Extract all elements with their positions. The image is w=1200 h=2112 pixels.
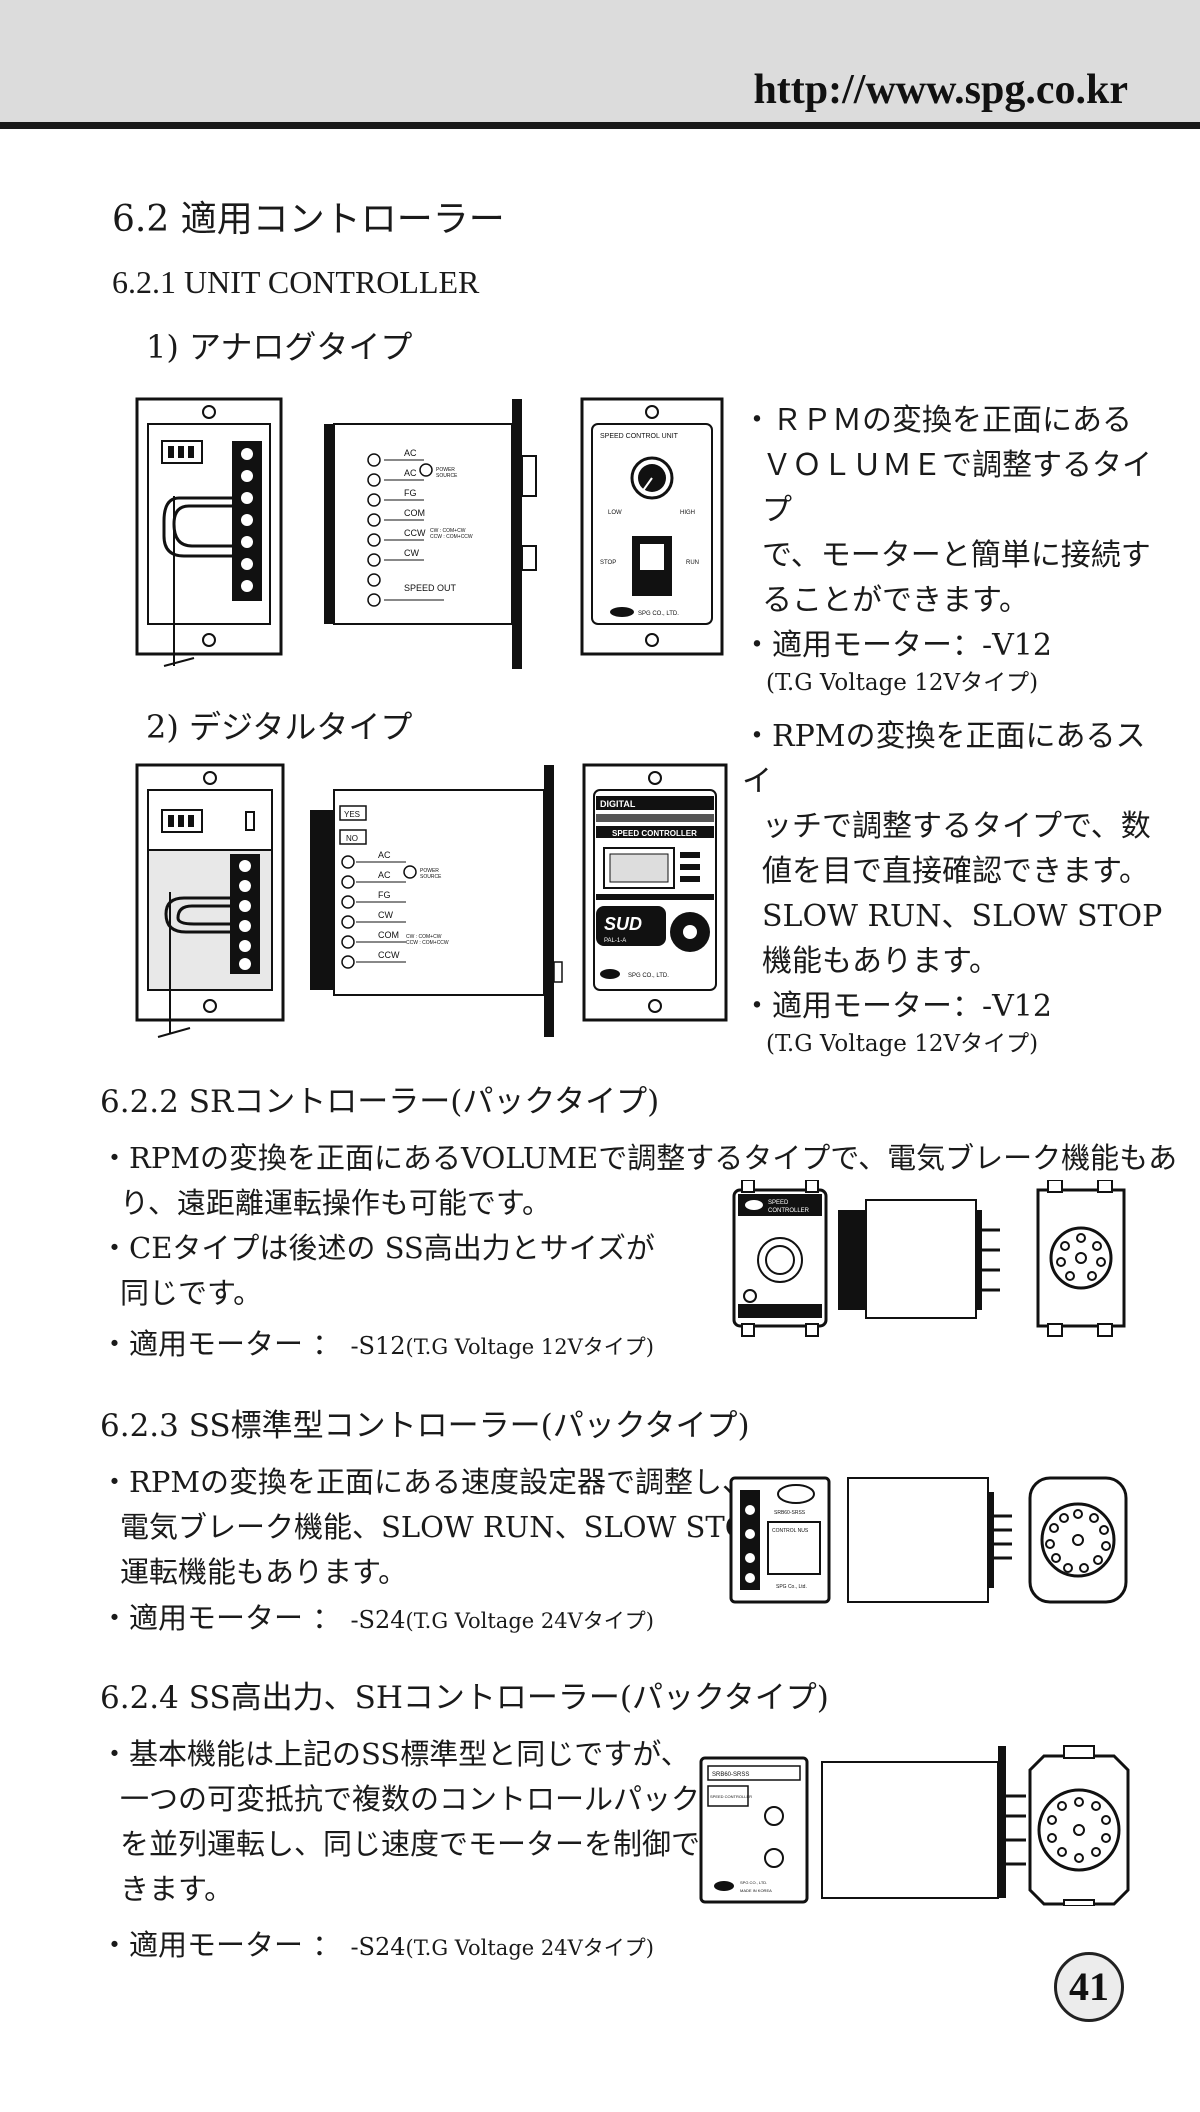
sh-controller-figure: SRB60-SRSS SPEED CONTROLLER SPG CO., LTD…: [699, 1745, 1130, 1906]
terminal-label: CCW: [378, 950, 400, 960]
ss-title: 6.2.3 SS標準型コントローラー(パックタイプ): [100, 1408, 750, 1444]
yes-label: YES: [344, 810, 360, 819]
panel-title: DIGITAL: [600, 799, 636, 809]
sr-side-view: [838, 1199, 1000, 1319]
ss-motor: ・適用モーター ： -S24(T.G Voltage 24Vタイプ): [100, 1601, 654, 1635]
sr-panel-label: CONTROLLER: [768, 1208, 810, 1214]
sr-description-line3: ・CEタイプは後述の SS高出力とサイズが: [100, 1231, 655, 1265]
sh-made-in: MADE IN KOREA: [740, 1888, 772, 1893]
digital-controller-figure: YES NO AC AC FG CW COM CCW POWER SOURCE …: [135, 763, 728, 1038]
ss-description-line1: ・RPMの変換を正面にある速度設定器で調整し、: [100, 1465, 752, 1499]
sr-socket-view: [1036, 1180, 1126, 1337]
terminal-label: CW: [378, 910, 393, 920]
ss-panel-label: CONTROL NUS: [772, 1528, 809, 1534]
digital-type-title: 2) デジタルタイプ: [146, 708, 413, 746]
sr-controller-figure: SPEED CONTROLLER: [732, 1180, 1126, 1337]
ss-controller-figure: SRB60-SRSS CONTROL NUS SPG Co., Ltd.: [729, 1476, 1128, 1604]
ss-socket-view: [1028, 1476, 1128, 1604]
sr-description-line2: り、遠距離運転操作も可能です。: [120, 1186, 551, 1220]
sr-description-line4: 同じです。: [120, 1276, 263, 1310]
model-label: PAL-1-A: [604, 938, 626, 944]
terminal-label: COM: [404, 508, 425, 518]
sh-title: 6.2.4 SS高出力、SHコントローラー(パックタイプ): [100, 1680, 829, 1716]
page-number: 41: [1069, 1964, 1109, 2009]
digital-side-view: YES NO AC AC FG CW COM CCW POWER SOURCE …: [310, 765, 563, 1037]
sr-panel-label: SPEED: [768, 1200, 789, 1206]
analog-type-title: 1) アナログタイプ: [146, 328, 413, 366]
website-url: http://www.spg.co.kr: [753, 67, 1128, 113]
ss-front-view: SRB60-SRSS CONTROL NUS SPG Co., Ltd.: [729, 1476, 831, 1604]
panel-subtitle: SPEED CONTROLLER: [612, 829, 697, 838]
cw-note: CCW : COM+CCW: [406, 940, 449, 946]
digital-front-view: DIGITAL SPEED CONTROLLER SUD PAL-1-A SPG…: [582, 763, 728, 1022]
digital-description: ・RPMの変換を正面にあるスイ ッチで調整するタイプで、数 値を目で直接確認でき…: [742, 719, 1163, 1057]
terminal-label: CW: [404, 548, 419, 558]
cw-note: CW : COM+CW: [430, 528, 466, 534]
ss-badge: SRB60-SRSS: [774, 1510, 806, 1516]
terminal-label: CCW: [404, 528, 426, 538]
sh-description-line3: を並列運転し、同じ速度でモーターを制御で: [120, 1827, 701, 1861]
power-source-label: POWER: [436, 467, 455, 473]
brand-label: SPG CO., LTD.: [628, 973, 669, 979]
panel-title: SPEED CONTROL UNIT: [600, 433, 679, 440]
sh-badge: SRB60-SRSS: [712, 1772, 749, 1778]
sr-front-view: SPEED CONTROLLER: [732, 1180, 828, 1337]
sr-description-line1: ・RPMの変換を正面にあるVOLUMEで調整するタイプで、電気ブレーク機能もあ: [100, 1141, 1178, 1175]
header-rule: [0, 122, 1200, 129]
power-source-label: SOURCE: [436, 473, 458, 479]
terminal-label: AC: [378, 870, 391, 880]
sh-brand: SPG CO., LTD.: [740, 1880, 767, 1885]
ss-description-line2: 電気ブレーク機能、SLOW RUN、SLOW STOP: [120, 1510, 768, 1544]
terminal-label: AC: [378, 850, 391, 860]
cw-note: CW : COM+CW: [406, 934, 442, 940]
cw-note: CCW : COM+CCW: [430, 534, 473, 540]
terminal-label: COM: [378, 930, 399, 940]
run-label: RUN: [686, 560, 699, 566]
terminal-label: AC: [404, 468, 417, 478]
sh-description-line4: きます。: [120, 1872, 234, 1906]
terminal-label: FG: [404, 488, 417, 498]
ss-side-view: [847, 1477, 1012, 1603]
unit-controller-title: 6.2.1 UNIT CONTROLLER: [112, 264, 480, 300]
sh-description-line1: ・基本機能は上記のSS標準型と同じですが、: [100, 1737, 690, 1771]
analog-back-view: [135, 397, 283, 667]
terminal-label: FG: [378, 890, 391, 900]
sh-panel-label: SPEED CONTROLLER: [710, 1794, 752, 1799]
no-label: NO: [346, 834, 358, 843]
page-number-badge: 41: [1054, 1952, 1124, 2022]
analog-front-view: SPEED CONTROL UNIT LOW HIGH STOP RUN SPG…: [580, 397, 724, 656]
sh-side-view: [821, 1746, 1026, 1899]
analog-controller-figure: AC AC FG COM CCW CW SPEED OUT POWER SOUR…: [135, 397, 724, 669]
page-header: [0, 0, 1200, 122]
sh-front-view: SRB60-SRSS SPEED CONTROLLER SPG CO., LTD…: [699, 1756, 809, 1904]
digital-back-view: [135, 763, 285, 1038]
sud-logo: SUD: [604, 914, 642, 934]
power-source-label: SOURCE: [420, 874, 442, 880]
high-label: HIGH: [680, 510, 695, 516]
analog-description: ・ＲＰＭの変換を正面にある ＶＯＬＵＭＥで調整するタイプ で、モーターと簡単に接…: [742, 403, 1152, 696]
stop-label: STOP: [600, 560, 616, 566]
sh-motor: ・適用モーター ： -S24(T.G Voltage 24Vタイプ): [100, 1928, 654, 1962]
brand-label: SPG CO., LTD.: [638, 611, 679, 617]
sh-description-line2: 一つの可変抵抗で複数のコントロールパック: [120, 1782, 701, 1816]
power-source-label: POWER: [420, 868, 439, 874]
ss-description-line3: 運転機能もあります。: [120, 1555, 408, 1589]
section-title: 6.2 適用コントローラー: [112, 199, 505, 240]
terminal-label: AC: [404, 448, 417, 458]
terminal-label: SPEED OUT: [404, 583, 457, 593]
low-label: LOW: [608, 510, 622, 516]
sh-socket-view: [1028, 1745, 1130, 1906]
sr-title: 6.2.2 SRコントローラー(パックタイプ): [100, 1084, 660, 1120]
sr-motor: ・適用モーター ： -S12(T.G Voltage 12Vタイプ): [100, 1327, 654, 1361]
ss-brand: SPG Co., Ltd.: [776, 1584, 807, 1590]
analog-side-view: AC AC FG COM CCW CW SPEED OUT POWER SOUR…: [324, 399, 537, 669]
